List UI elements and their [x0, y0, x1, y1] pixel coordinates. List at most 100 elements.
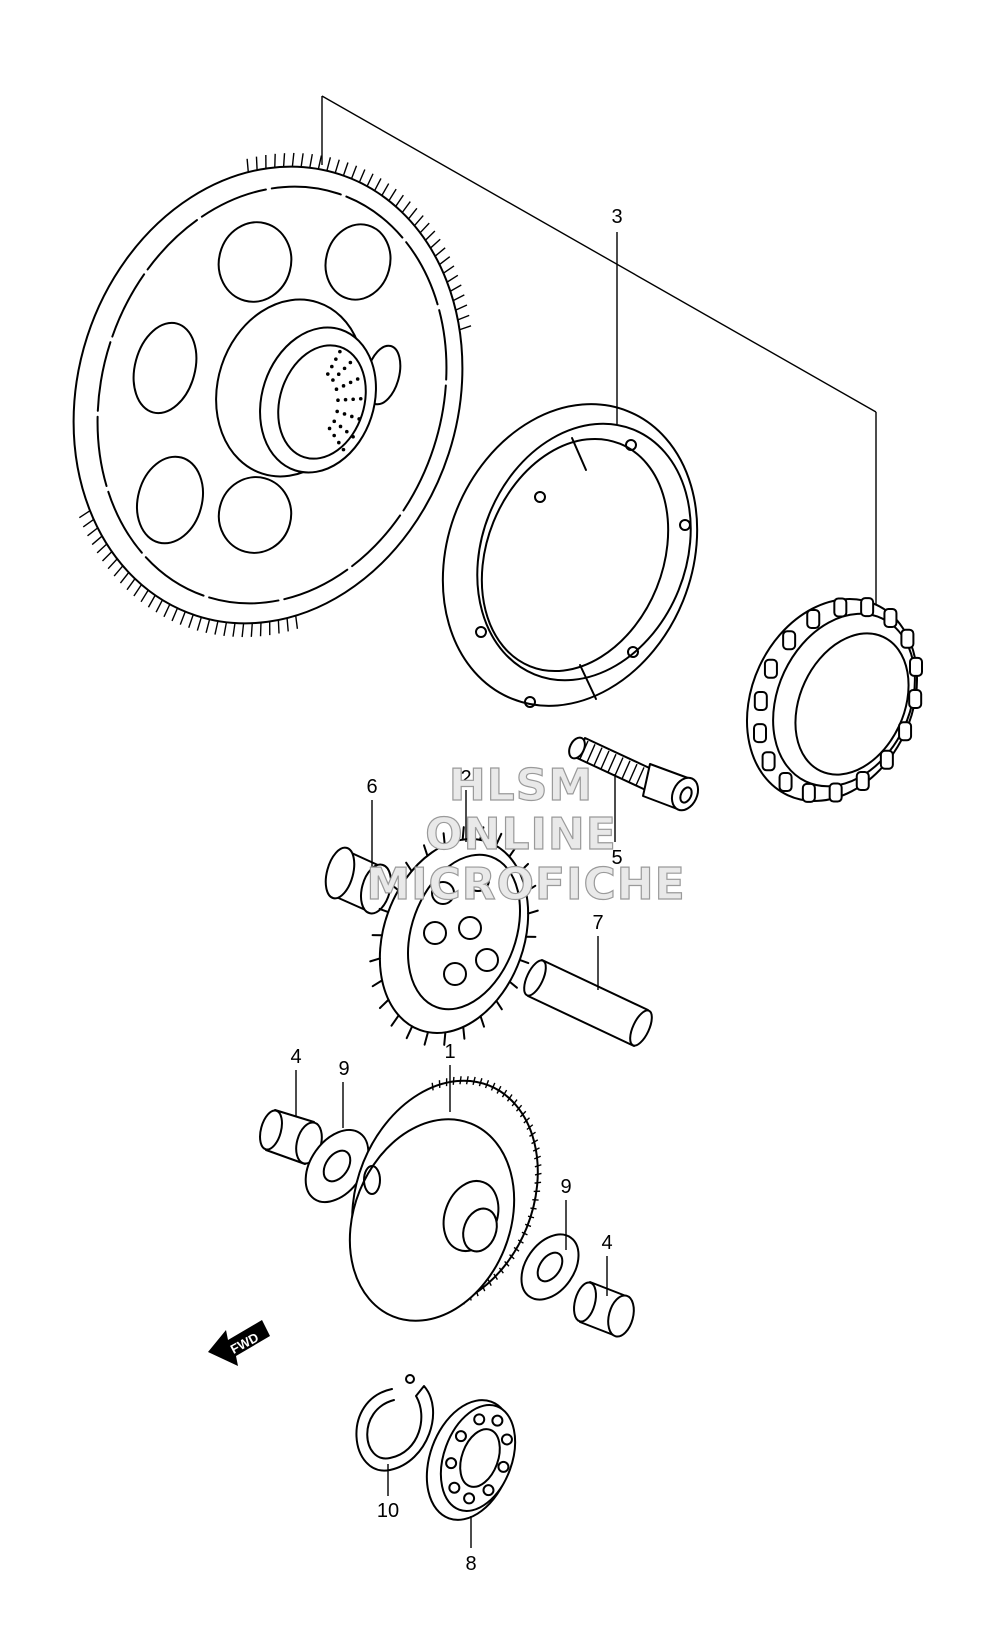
gear-rib [531, 1139, 539, 1145]
gear-rib [459, 1076, 462, 1085]
gear-tooth [457, 314, 470, 321]
gear-tooth [140, 589, 149, 603]
gear-rib [523, 1117, 531, 1124]
gear-rib [511, 1099, 518, 1107]
idle-bushing [324, 846, 392, 915]
gear-tooth [295, 615, 299, 629]
gear-tooth [334, 159, 340, 174]
bearing-ball [497, 1460, 510, 1473]
gear-tooth [147, 594, 156, 608]
bearing [425, 1399, 517, 1521]
gear-tooth [455, 304, 468, 311]
hub-hole [348, 360, 353, 365]
bolt-threads [579, 740, 645, 786]
clutch-roller [753, 690, 768, 711]
gear-tooth [96, 543, 108, 554]
gear-tooth [366, 173, 374, 187]
gear-tooth [371, 979, 384, 988]
gear-tooth [358, 169, 366, 183]
hub-hole [325, 372, 330, 376]
gear-tooth [87, 527, 99, 537]
hub-hole [342, 366, 347, 371]
gear-tooth [388, 188, 397, 202]
thread-line [607, 753, 617, 773]
clutch-roller [883, 607, 898, 628]
gear-tooth [350, 165, 358, 179]
hub-hole [342, 412, 347, 416]
gear-tooth [422, 844, 429, 857]
gear-tooth [179, 611, 186, 625]
circlip [355, 1374, 434, 1472]
gear-rib [513, 1246, 520, 1252]
part-label-7: 7 [592, 912, 603, 934]
hub-hole [338, 424, 343, 429]
part-label-3: 3 [611, 206, 622, 228]
gear-rib [504, 1260, 510, 1267]
gear-tooth [390, 883, 400, 892]
gear-tooth [452, 294, 465, 302]
clutch-roller [778, 772, 793, 793]
hub-hole [341, 384, 346, 388]
gear-tooth [449, 284, 462, 292]
clutch-roller [908, 656, 923, 677]
hub-hole [332, 433, 336, 438]
clutch-roller [828, 782, 843, 803]
gear-tooth [527, 909, 539, 915]
clutch-roller [806, 608, 821, 629]
gear-tooth [277, 619, 280, 634]
gear-tooth [113, 565, 124, 577]
clutch-roller [898, 721, 913, 742]
hub-hole [327, 426, 332, 431]
gear-tooth [459, 325, 472, 331]
clutch-roller [801, 782, 816, 803]
gear-tooth [373, 178, 382, 192]
gear-rib [506, 1094, 513, 1102]
gear-tooth [205, 619, 211, 633]
part-label-5: 5 [611, 847, 622, 869]
gear-tooth [495, 999, 503, 1011]
part-label-10: 10 [377, 1500, 399, 1522]
clutch-roller [753, 723, 768, 744]
gear-tooth [494, 832, 503, 847]
clutch-roller [908, 689, 923, 710]
gear-rib [534, 1172, 542, 1176]
gear-tooth [434, 247, 446, 257]
gear-tooth [462, 1025, 466, 1040]
gear-tooth [381, 183, 390, 196]
gear-teeth [78, 152, 472, 638]
hub-hole [343, 397, 348, 402]
bearing-ball [463, 1492, 476, 1505]
clutch-roller [761, 751, 776, 772]
clutch-roller [860, 597, 875, 618]
part-label-2: 2 [460, 767, 471, 789]
gear-tooth [405, 861, 413, 873]
gear-tooth [250, 623, 253, 637]
clutch-roller [782, 630, 797, 651]
gear-rib [496, 1085, 502, 1094]
gear-tooth [442, 832, 446, 847]
gear-tooth [401, 201, 411, 213]
hub-hole [335, 409, 339, 414]
gear-tooth [378, 998, 390, 1010]
bearing-ball [491, 1414, 504, 1427]
gear-tooth [518, 958, 530, 965]
gear-rib [490, 1082, 496, 1091]
gear-tooth [282, 153, 286, 167]
gear-rib [501, 1089, 508, 1098]
hub-hole [338, 349, 342, 354]
clutch-housing-ring [441, 403, 699, 708]
gear-rib [521, 1231, 528, 1236]
thread-line [635, 767, 645, 786]
part-label-6: 6 [366, 776, 377, 798]
gear-rib [452, 1076, 455, 1085]
gear-tooth [188, 614, 194, 629]
gear-ribs [431, 1076, 542, 1314]
clutch-roller [833, 597, 848, 618]
hub-hole [334, 357, 338, 361]
gear-rib [532, 1147, 540, 1152]
hub-hole [345, 429, 349, 434]
gear-tooth [171, 607, 179, 622]
bearing-ball [482, 1484, 495, 1497]
gear-rib [534, 1181, 542, 1184]
